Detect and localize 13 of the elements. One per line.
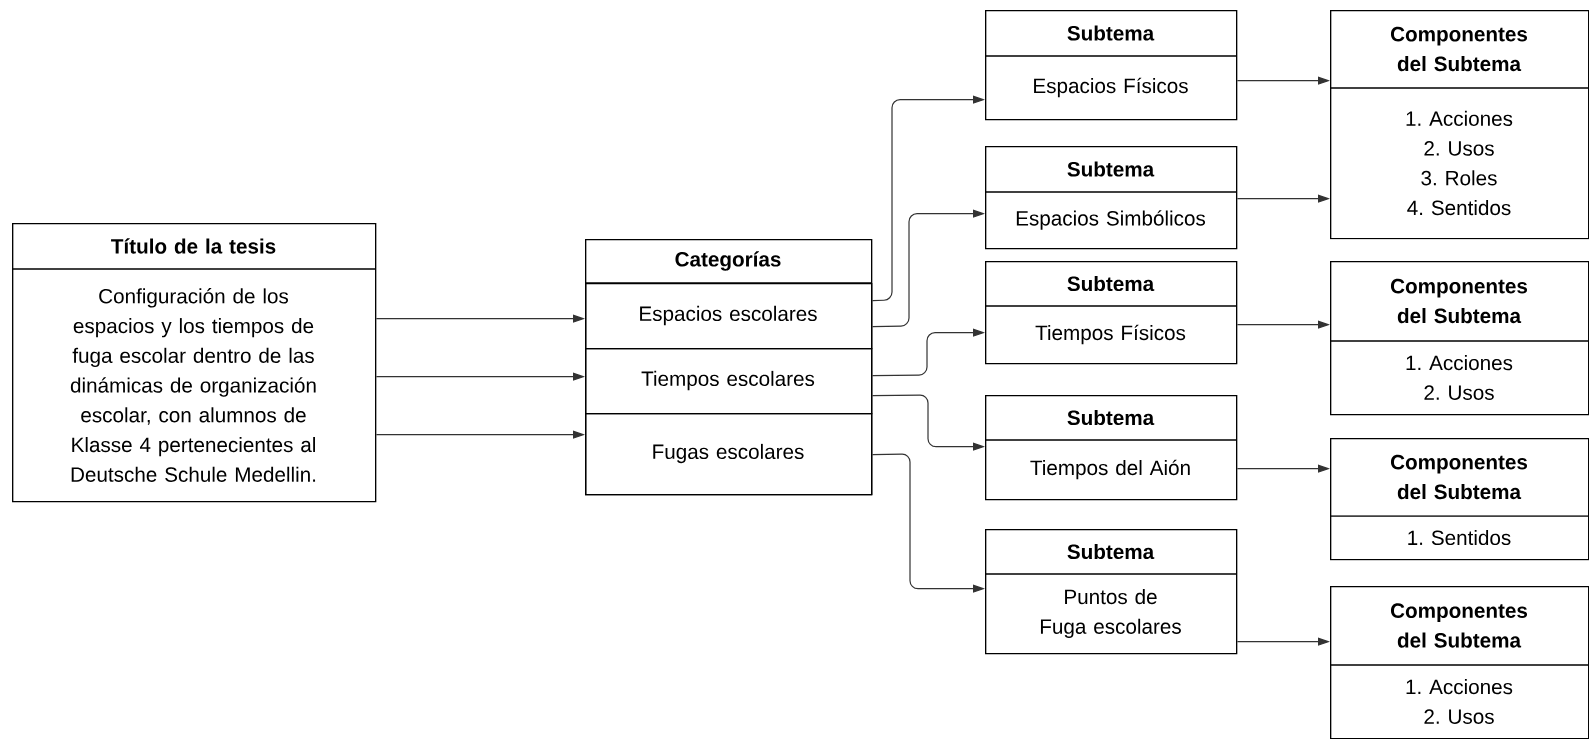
category-row: Tiempos escolares xyxy=(585,348,873,415)
subtopic-box: Subtema Tiempos del Aión xyxy=(984,395,1238,501)
subtopic-box: Subtema Espacios Físicos xyxy=(984,10,1238,121)
components-box: Componentes del Subtema 1. Sentidos xyxy=(1329,438,1589,561)
category-row: Espacios escolares xyxy=(585,283,873,350)
subtopic-box: Subtema Espacios Simbólicos xyxy=(984,146,1238,250)
components-box: Componentes del Subtema 1. Acciones 2. Usos xyxy=(1329,261,1589,416)
components-box: Componentes del Subtema 1. Acciones 2. Usos xyxy=(1329,586,1589,739)
subtopic-box: Subtema Tiempos Físicos xyxy=(984,261,1238,365)
components-box: Componentes del Subtema 1. Acciones 2. Usos 3. Roles 4. Sentidos xyxy=(1329,10,1589,240)
category-row: Fugas escolares xyxy=(585,413,873,496)
title-box: Título de la tesis Configuración de los espacios y los tiempos de fuga escolar dentro de las dinámicas de organización escolar, con alumnos de Klasse 4 pertenecientes al Deutsche Schule Medellin. xyxy=(11,223,377,503)
subtopic-box: Subtema Puntos de Fuga escolares xyxy=(984,529,1238,655)
